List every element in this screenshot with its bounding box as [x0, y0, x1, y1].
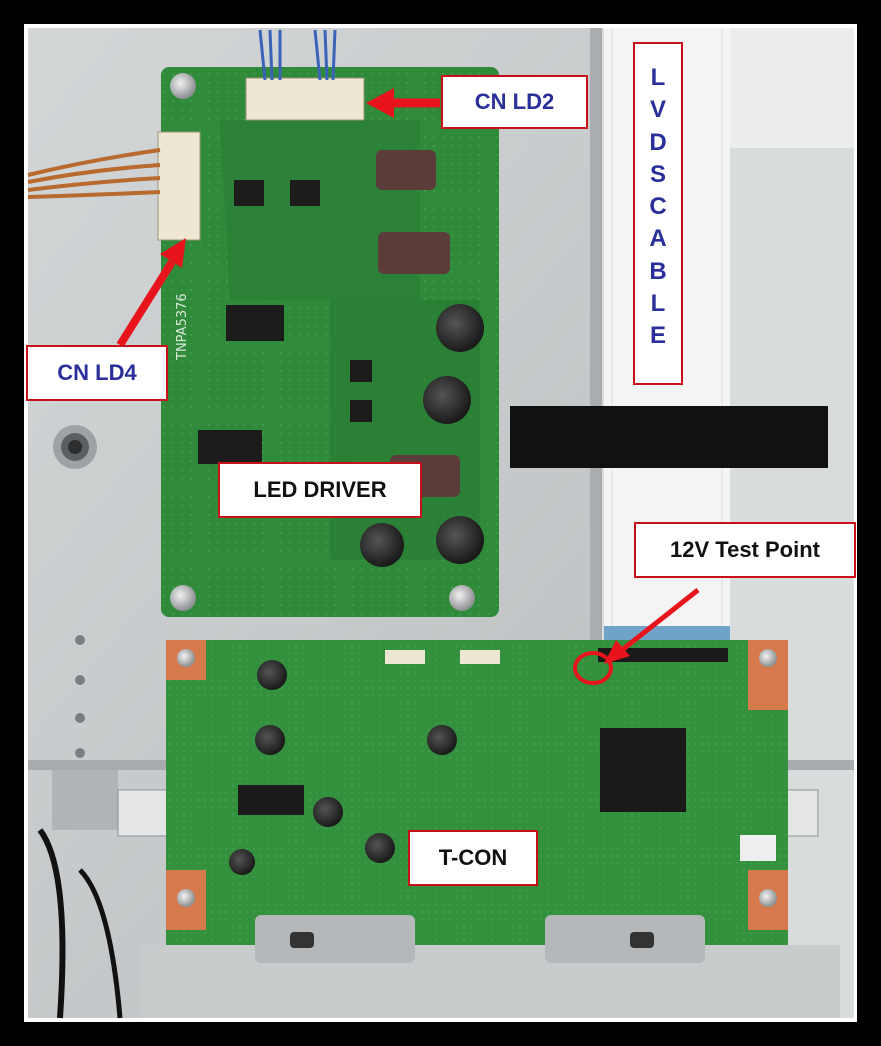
- lvds-letter: S: [649, 160, 666, 188]
- lvds-letter: V: [649, 96, 666, 124]
- lvds-letter: E: [649, 322, 666, 350]
- test-point-circle: [573, 651, 613, 685]
- lvds-letter: C: [649, 193, 667, 221]
- arrow-cn-ld2: [366, 88, 440, 118]
- label-led-driver-text: LED DRIVER: [253, 477, 387, 502]
- label-12v-test-point: 12V Test Point: [634, 522, 856, 578]
- arrow-cn-ld4: [116, 238, 186, 348]
- board-part-number: TNPA5376: [175, 293, 190, 361]
- label-cn-ld2-text: CN LD2: [474, 89, 555, 114]
- lvds-letter: B: [649, 257, 667, 285]
- label-cn-ld4-text: CN LD4: [57, 360, 137, 385]
- label-cn-ld4: CN LD4: [26, 345, 168, 401]
- arrow-test-point: [604, 588, 700, 664]
- lvds-letter: D: [649, 128, 667, 156]
- label-lvds-cable: L V D S C A B L E: [633, 42, 683, 385]
- label-test-point-text: 12V Test Point: [670, 537, 820, 562]
- bottom-bracket: [140, 915, 840, 1018]
- label-cn-ld2: CN LD2: [441, 75, 588, 129]
- lvds-letter: L: [650, 290, 666, 318]
- tcon-board: [166, 640, 788, 952]
- label-led-driver: LED DRIVER: [218, 462, 422, 518]
- wire-harness: [27, 29, 337, 199]
- led-driver-board: TNPA5376: [157, 67, 499, 617]
- label-tcon: T-CON: [408, 830, 538, 886]
- lvds-letter: L: [650, 64, 666, 91]
- lvds-letter: A: [649, 225, 667, 253]
- label-tcon-text: T-CON: [438, 845, 508, 870]
- annotation-arrows: [116, 88, 700, 685]
